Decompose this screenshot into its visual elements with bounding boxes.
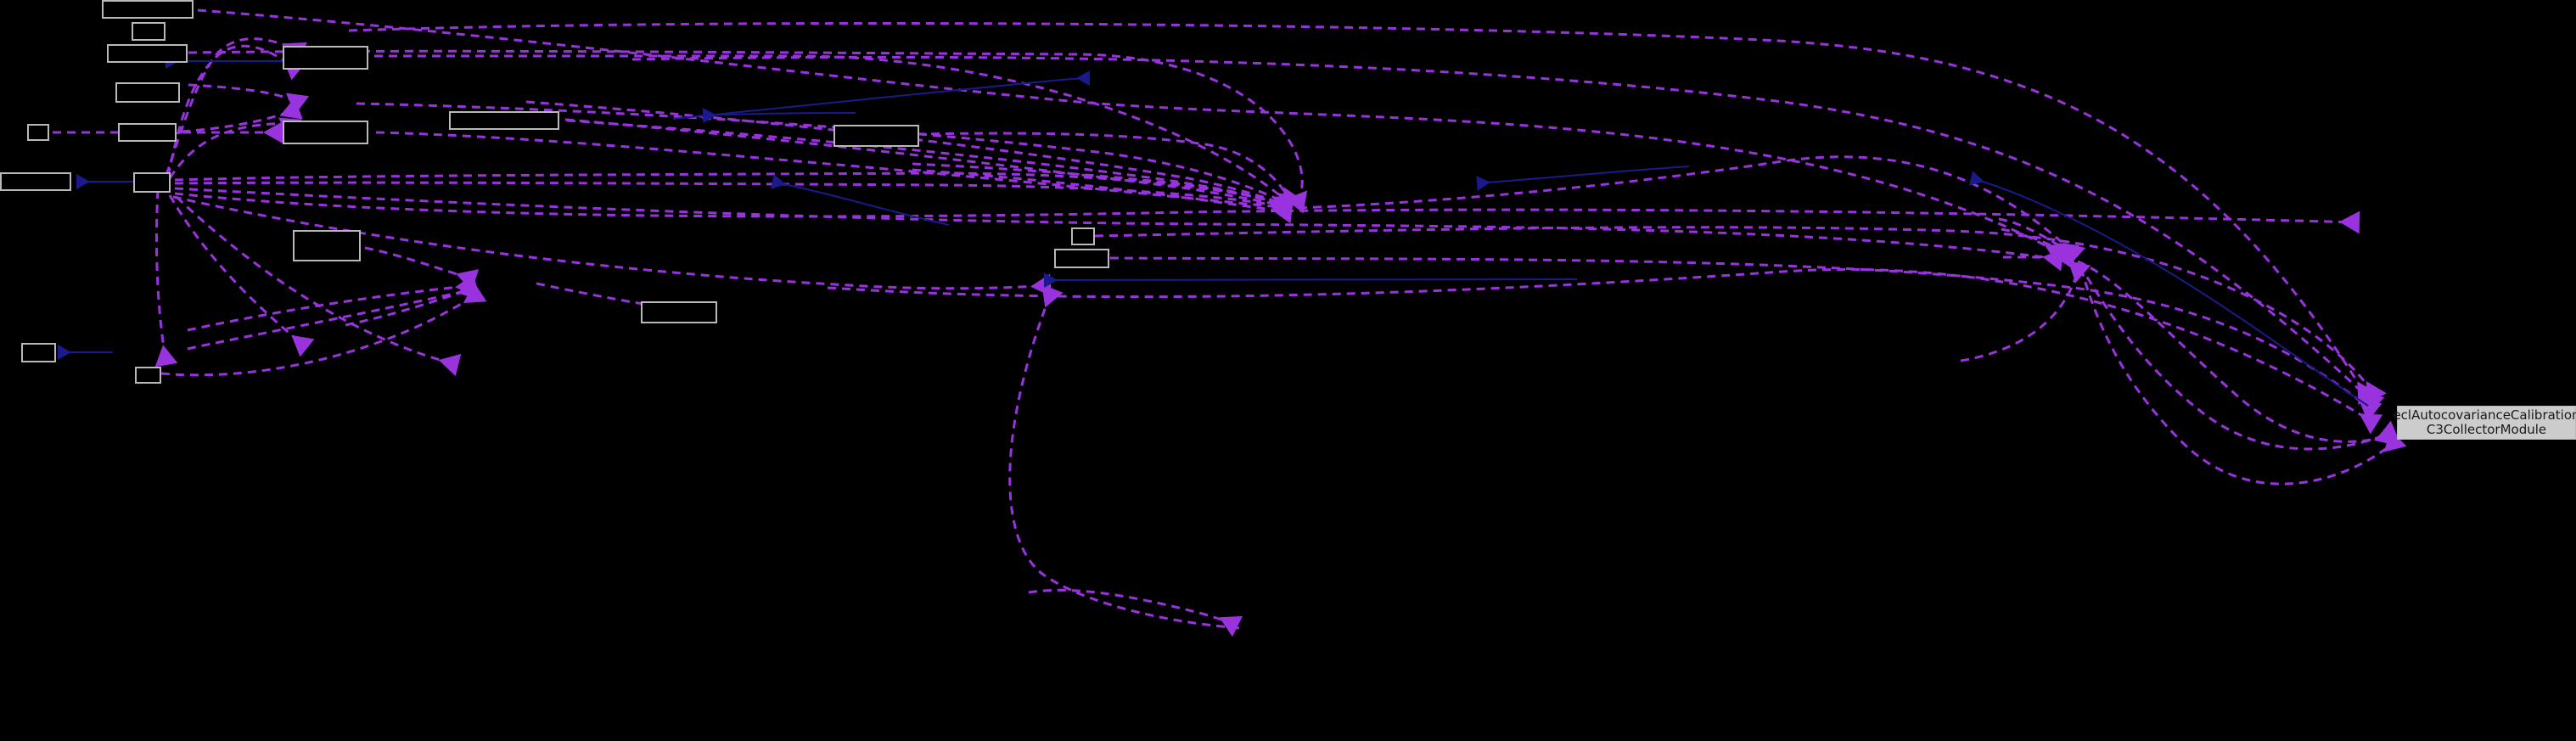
graph-node[interactable] — [21, 343, 56, 362]
graph-node[interactable] — [641, 301, 717, 323]
graph-node[interactable] — [833, 125, 919, 147]
graph-node[interactable] — [293, 230, 361, 261]
usage-edges — [52, 8, 2407, 637]
graph-node[interactable] — [1071, 227, 1095, 245]
graph-node[interactable] — [1054, 249, 1109, 268]
graph-node[interactable] — [115, 82, 180, 103]
graph-node[interactable] — [135, 367, 161, 384]
graph-node[interactable] — [102, 0, 194, 19]
graph-node[interactable] — [0, 172, 71, 191]
graph-node[interactable] — [107, 44, 188, 63]
graph-node[interactable] — [449, 111, 559, 130]
focus-node-ecl-autocovariance-calibration-c3-collector-module[interactable]: eclAutocovarianceCalibration C3Collector… — [2393, 406, 2576, 440]
graph-node[interactable] — [283, 46, 368, 70]
graph-node[interactable] — [133, 172, 171, 193]
graph-node[interactable] — [132, 22, 166, 41]
inheritance-edges — [58, 53, 2369, 407]
graph-node[interactable] — [27, 124, 49, 141]
graph-node[interactable] — [283, 121, 368, 144]
graph-node[interactable] — [118, 123, 177, 142]
